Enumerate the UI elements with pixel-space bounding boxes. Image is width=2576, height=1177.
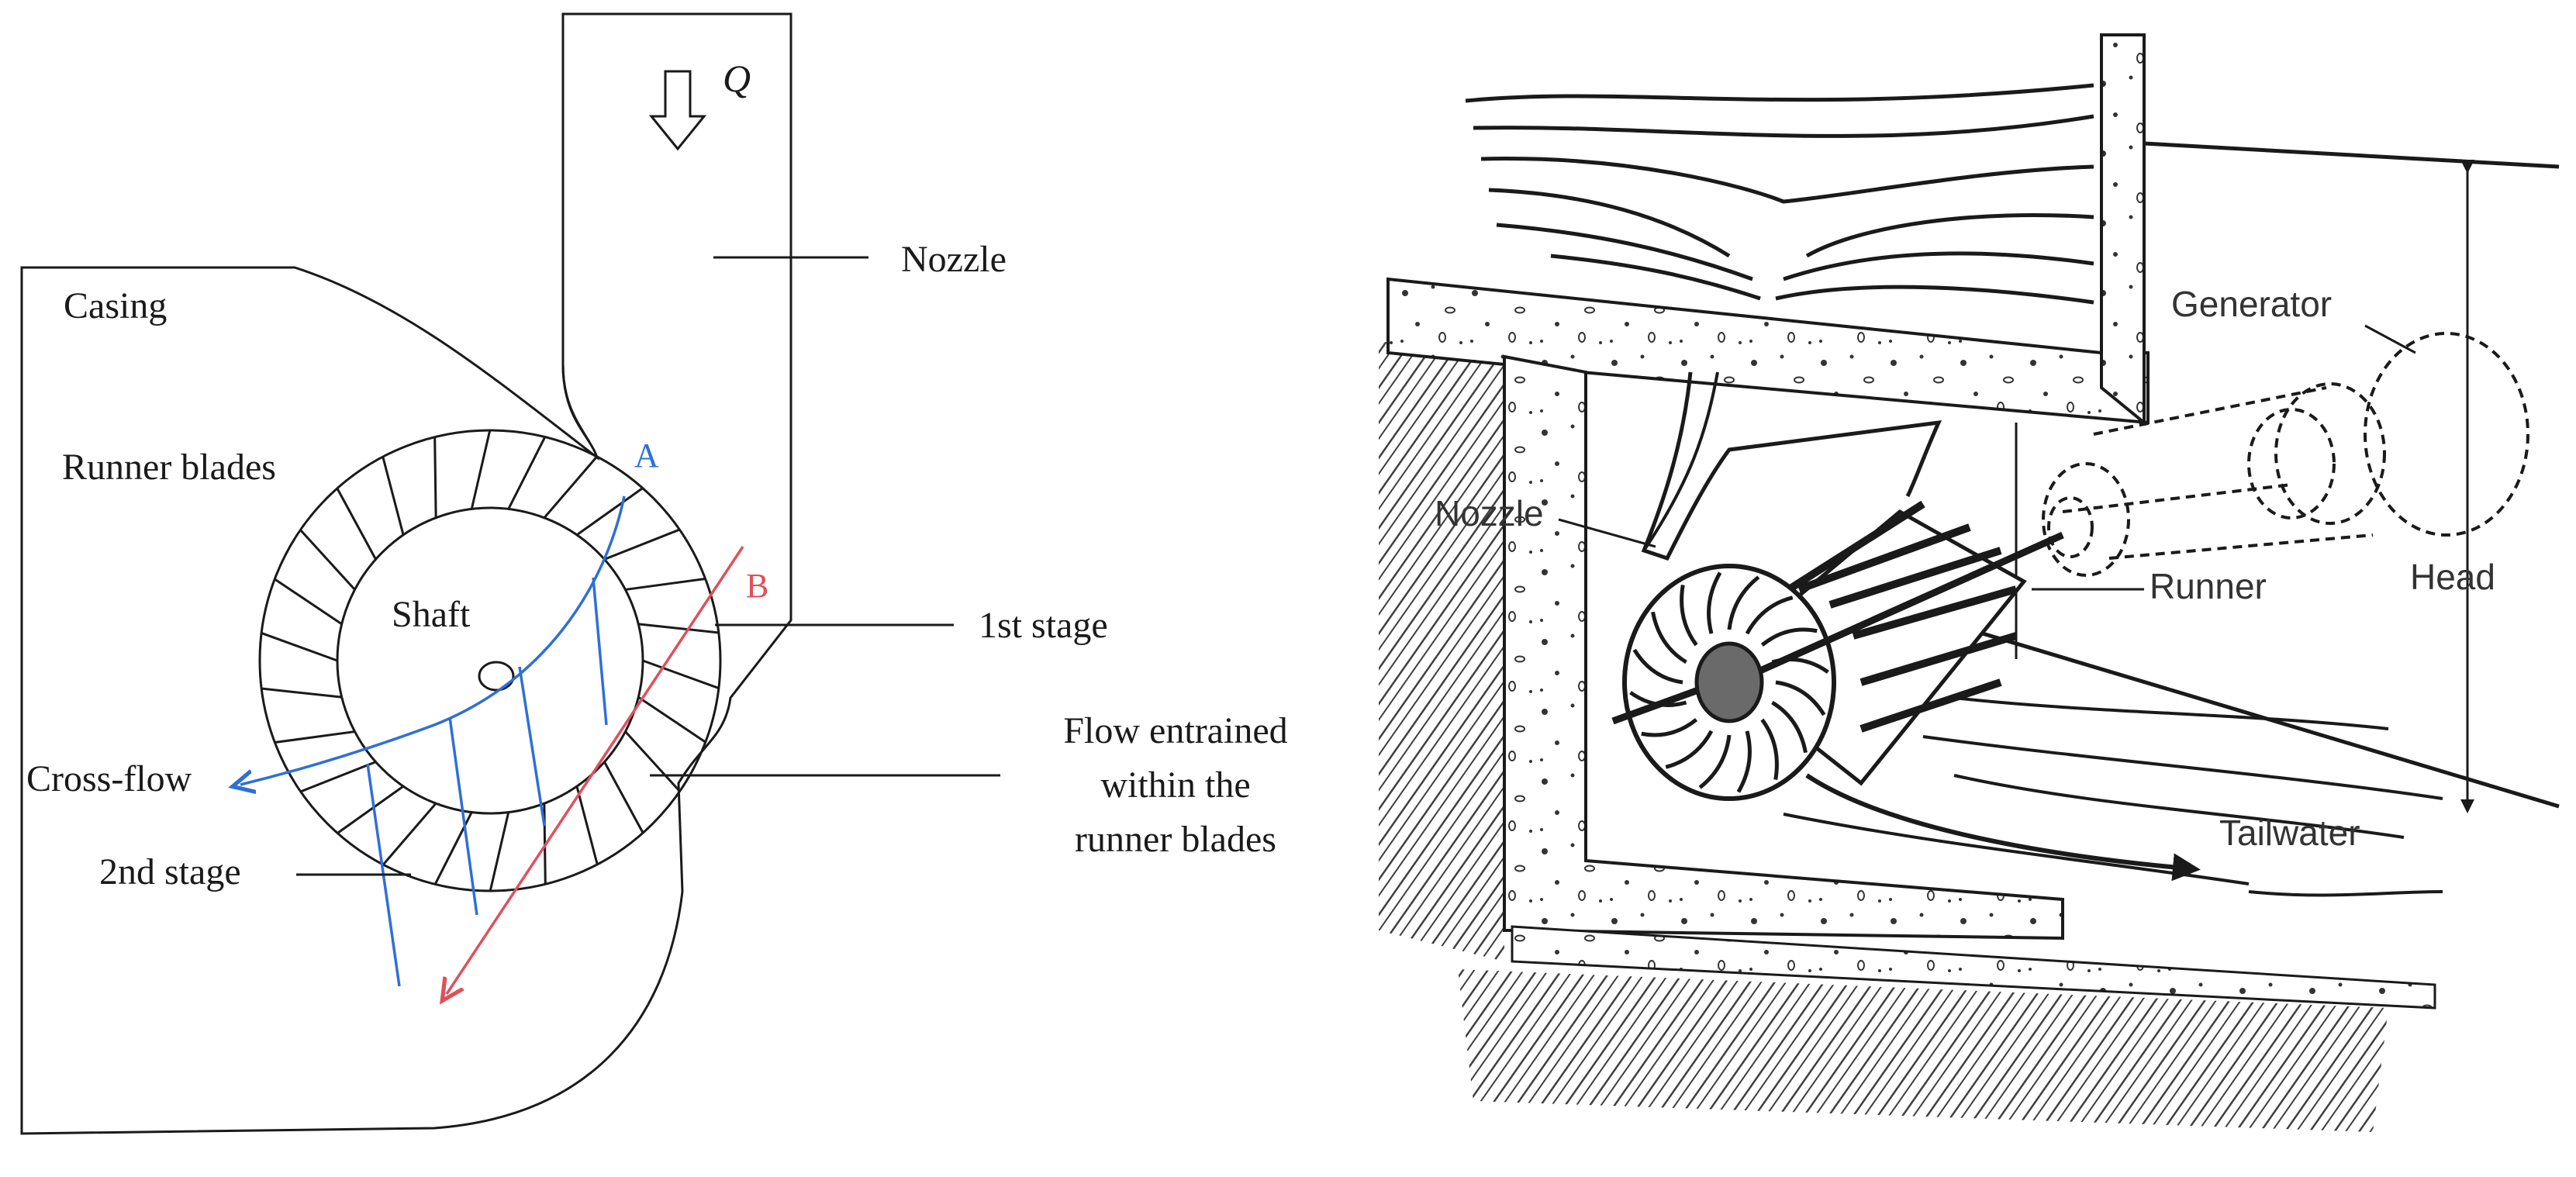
nozzle-funnel: [1641, 371, 1942, 561]
runner-vane: [1760, 627, 1818, 647]
runner-vane: [1651, 611, 1687, 664]
runner-vane: [1775, 680, 1826, 716]
runner-blade: [261, 687, 342, 699]
runner-blade: [576, 487, 644, 537]
runner-vane: [1760, 718, 1779, 781]
runner-blade: [624, 730, 681, 792]
runner-blade: [433, 437, 437, 518]
cross-flow-label: Cross-flow: [26, 758, 192, 799]
first-stage-label: 1st stage: [979, 605, 1108, 646]
right-turbine-illustration: Head Generator Nozzle: [1379, 33, 2560, 1132]
point-a-label: A: [634, 437, 659, 475]
runner-blade: [625, 577, 706, 591]
shaft-label: Shaft: [392, 594, 471, 635]
runner-blade: [470, 430, 492, 509]
head-top-line: [2143, 141, 2560, 169]
runner-blade: [274, 578, 343, 626]
nozzle-divider: [561, 364, 591, 443]
generator: [2042, 332, 2529, 577]
concrete-wall-right: [2100, 33, 2146, 426]
runner-blade: [299, 529, 356, 591]
runner-vane: [1698, 734, 1732, 789]
runner-vane: [1727, 575, 1760, 630]
flow-path-b: [447, 546, 744, 994]
runner-vane: [1736, 730, 1752, 793]
flow-entrained-label-line3: runner blades: [1075, 819, 1276, 860]
runner-blade: [261, 632, 338, 662]
runner-vane: [1641, 718, 1698, 737]
flow-path-a: [240, 495, 626, 987]
nozzle-leader-right: [1558, 518, 1656, 548]
nozzle-label: Nozzle: [901, 239, 1007, 280]
ground-hatching-bottom: [1458, 969, 2388, 1132]
runner-blade: [575, 785, 599, 865]
tailwater-line: [1938, 618, 2560, 809]
runner-vane: [1745, 595, 1794, 635]
runner-blade: [638, 623, 719, 634]
nozzle-funnel-left: [1642, 371, 1719, 552]
head-label: Head: [2410, 557, 2495, 597]
runner-blade: [543, 455, 598, 519]
runner-vane: [1771, 700, 1808, 754]
runner-blade: [603, 761, 644, 834]
runner-blade: [336, 488, 377, 561]
runner-blade: [382, 802, 437, 866]
runner-blade: [507, 436, 547, 510]
generator-leader: [2364, 324, 2416, 354]
nozzle-label-right: Nozzle: [1435, 493, 1544, 533]
runner-blade: [337, 785, 404, 834]
runner-blade: [433, 811, 473, 885]
runner-outer-ring: [258, 429, 722, 892]
runner-blade: [382, 456, 405, 536]
flow-symbol-q: Q: [723, 57, 751, 100]
point-b-label: B: [746, 567, 768, 605]
tailwater-label: Tailwater: [2219, 813, 2360, 853]
tailwater-flow: [1783, 696, 2443, 897]
flow-arrow-icon: [648, 70, 707, 151]
runner-vane: [1707, 571, 1722, 634]
runner-blades: [261, 430, 720, 892]
flow-entrained-label-line1: Flow entrained: [1063, 710, 1287, 751]
runner-vane: [1665, 730, 1714, 769]
left-cross-flow-diagram: Q Nozzle Casing Runner blades Shaft A B …: [20, 12, 1288, 1135]
casing-outline: [20, 12, 792, 1135]
concrete-slab-bottom: [1511, 925, 2436, 1010]
runner-drum: [1611, 500, 2064, 801]
generator-label: Generator: [2171, 284, 2332, 324]
runner-label: Runner: [2150, 566, 2267, 606]
runner-blade: [637, 696, 706, 744]
flow-entrained-label-line2: within the: [1100, 765, 1250, 806]
ground-hatching-left: [1379, 341, 1504, 961]
runner-blade: [642, 659, 720, 689]
headwater: [1465, 83, 2094, 305]
runner-blade: [275, 730, 355, 744]
runner-blade: [603, 528, 680, 561]
runner-vane: [1632, 648, 1683, 685]
second-stage-label: 2nd stage: [99, 851, 241, 892]
runner-vane: [1680, 584, 1698, 647]
runner-blades-label: Runner blades: [62, 447, 276, 488]
concrete-wall-left: [1503, 354, 2064, 941]
runner-blade: [489, 812, 510, 892]
shaft-circle: [478, 661, 515, 692]
casing-label: Casing: [64, 285, 167, 326]
runner-blade: [300, 761, 377, 793]
